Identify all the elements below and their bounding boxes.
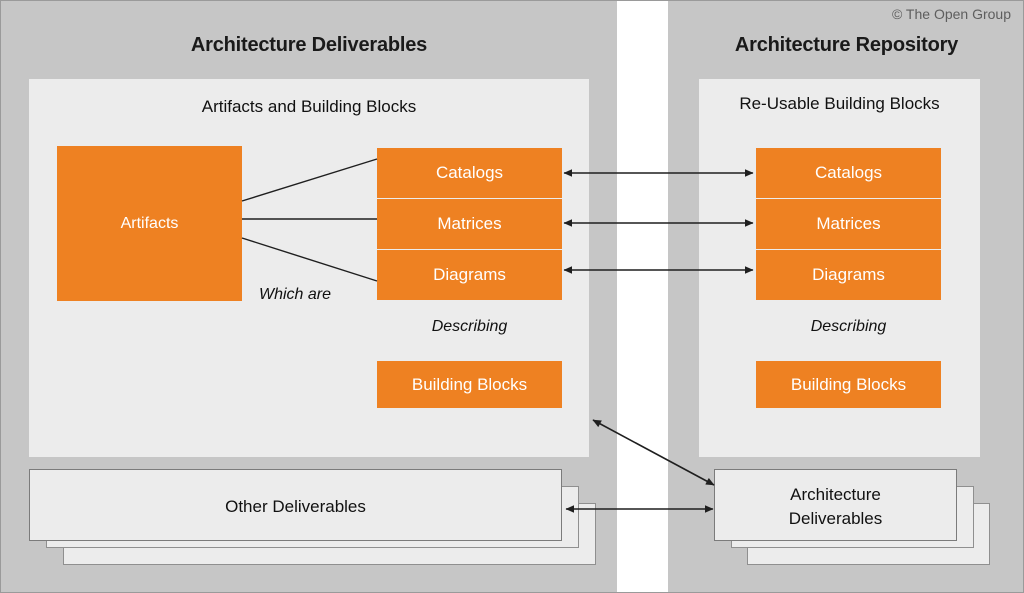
right-catalogs-box[interactable]: Catalogs (756, 148, 941, 198)
left-inner-heading: Artifacts and Building Blocks (201, 97, 417, 116)
right-inner-heading: Re-Usable Building Blocks (739, 94, 940, 113)
left-matrices-box[interactable]: Matrices (377, 199, 562, 249)
left-panel-title: Architecture Deliverables (190, 34, 428, 56)
left-diagrams-box[interactable]: Diagrams (377, 250, 562, 300)
left-catalogs-box[interactable]: Catalogs (377, 148, 562, 198)
right-panel-title: Architecture Repository (734, 34, 959, 56)
left-building-blocks-box[interactable]: Building Blocks (377, 361, 562, 408)
which-are-label: Which are (259, 286, 332, 303)
right-describing-label: Describing (810, 318, 887, 335)
architecture-deliverables-label: Architecture Deliverables (788, 485, 883, 528)
architecture-deliverables-card-front[interactable]: Architecture Deliverables (714, 469, 957, 541)
left-describing-label: Describing (431, 318, 508, 335)
copyright-notice: © The Open Group (891, 6, 1011, 22)
right-building-blocks-box[interactable]: Building Blocks (756, 361, 941, 408)
other-deliverables-card-front[interactable]: Other Deliverables (29, 469, 562, 541)
right-matrices-box[interactable]: Matrices (756, 199, 941, 249)
right-diagrams-box[interactable]: Diagrams (756, 250, 941, 300)
artifacts-box[interactable]: Artifacts (57, 146, 242, 301)
other-deliverables-label: Other Deliverables (225, 497, 366, 516)
